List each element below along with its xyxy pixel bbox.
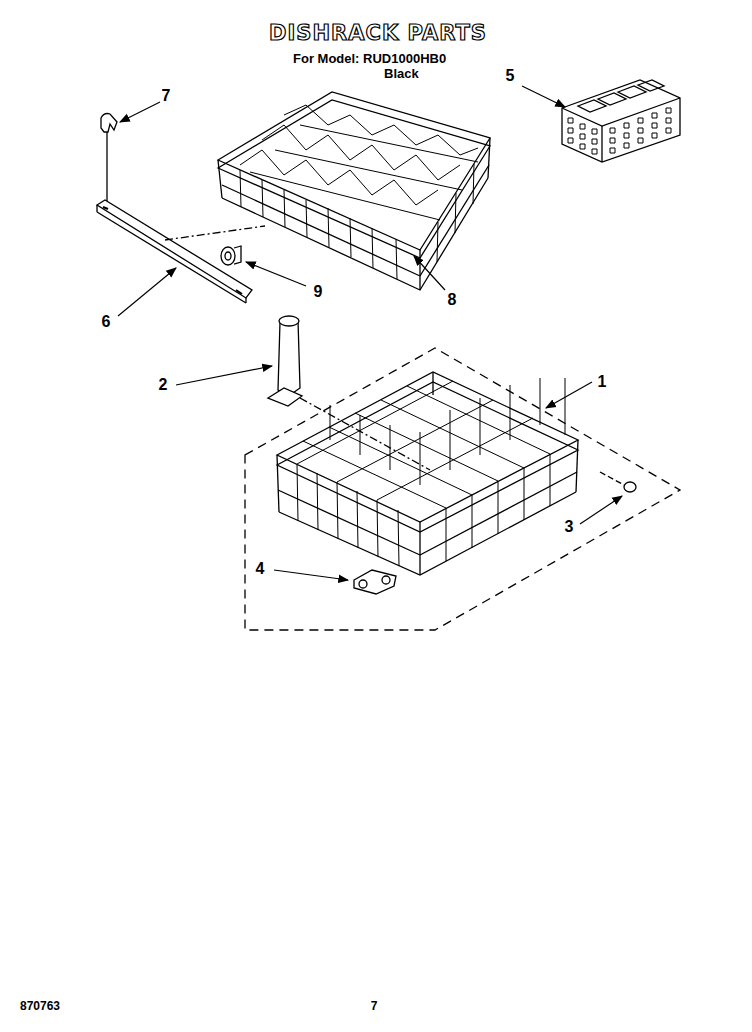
callout-number: 8 [448, 292, 457, 308]
rack-wheel [221, 246, 241, 265]
roller-clip [354, 570, 396, 594]
callout-number: 3 [565, 519, 574, 535]
callout-number: 6 [102, 314, 111, 330]
lower-rack-wires [297, 378, 565, 566]
diagram-title: DISHRACK PARTS [269, 23, 487, 44]
callout-number: 2 [159, 377, 168, 393]
page-number: 7 [371, 1000, 378, 1012]
rack-rail [97, 200, 252, 303]
clip-part [101, 114, 117, 204]
upper-rack [218, 92, 490, 290]
assembly-outline [245, 348, 680, 630]
leader-arrows [118, 86, 622, 580]
post-part [268, 316, 302, 406]
callout-number: 7 [162, 88, 171, 104]
model-number: For Model: RUD1000HB0 [293, 52, 446, 65]
document-number: 870763 [20, 1000, 60, 1012]
callout-number: 9 [314, 284, 323, 300]
callout-number: 4 [256, 561, 265, 577]
basket-holes [568, 108, 671, 154]
lower-rack [277, 372, 578, 575]
silverware-basket [562, 80, 680, 162]
callout-number: 1 [598, 374, 607, 390]
color-note: Black [384, 67, 419, 80]
upper-rack-wires [240, 105, 478, 279]
callout-number: 5 [506, 68, 515, 84]
rack-stop [600, 472, 636, 492]
